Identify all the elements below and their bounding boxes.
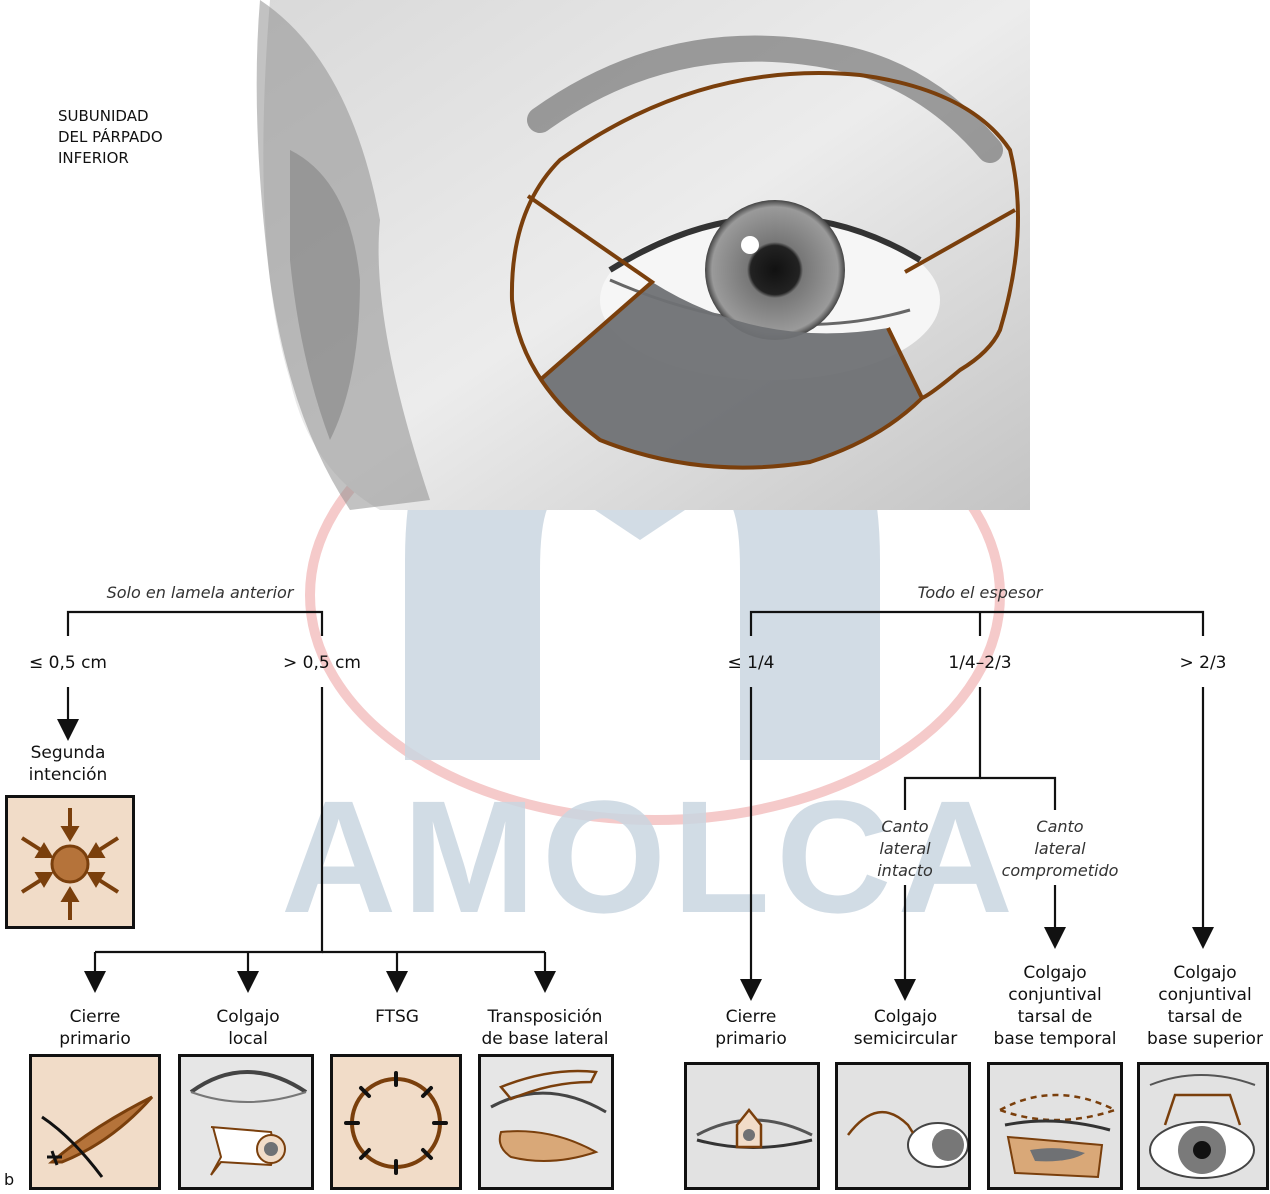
option-primary-closure-label: Cierre primario [40, 1006, 150, 1050]
size-large-label: > 0,5 cm [262, 652, 382, 674]
canto-compromised-label: Canto lateral comprometido [995, 816, 1125, 882]
thumb-second-intention [5, 795, 135, 929]
skin-graft-icon [333, 1057, 459, 1187]
size-b-label: 1/4–2/3 [930, 652, 1030, 674]
suture-closure-icon [32, 1057, 158, 1187]
panel-letter: b [4, 1170, 14, 1189]
size-c-label: > 2/3 [1163, 652, 1243, 674]
result-semicircular-flap-label: Colgajo semicircular [843, 1006, 968, 1050]
option-local-flap-label: Colgajo local [193, 1006, 303, 1050]
thumb-lateral-transposition [478, 1054, 614, 1190]
thumb-superior-tarsal-flap [1137, 1062, 1269, 1190]
size-small-label: ≤ 0,5 cm [18, 652, 118, 674]
thumb-temporal-tarsal-flap [987, 1062, 1123, 1190]
option-lateral-transposition-label: Transposición de base lateral [470, 1006, 620, 1050]
transposition-flap-icon [481, 1057, 611, 1187]
second-intention-label: Segunda intención [18, 742, 118, 786]
tarsal-flap-temporal-icon [990, 1065, 1120, 1187]
semicircular-flap-icon [838, 1065, 968, 1187]
result-primary-closure-label: Cierre primario [696, 1006, 806, 1050]
canto-intact-label: Canto lateral intacto [855, 816, 955, 882]
contraction-arrows-icon [8, 798, 132, 926]
local-flap-icon [181, 1057, 311, 1187]
thumb-full-primary-closure [684, 1062, 820, 1190]
thumb-ftsg [330, 1054, 462, 1190]
heading-anterior-lamella: Solo en lamela anterior [100, 582, 300, 604]
heading-full-thickness: Todo el espesor [880, 582, 1080, 604]
thumb-semicircular-flap [835, 1062, 971, 1190]
result-superior-tarsal-flap-label: Colgajo conjuntival tarsal de base super… [1140, 962, 1270, 1050]
pentagon-excision-icon [687, 1065, 817, 1187]
result-temporal-tarsal-flap-label: Colgajo conjuntival tarsal de base tempo… [990, 962, 1120, 1050]
thumb-primary-closure [29, 1054, 161, 1190]
tarsal-flap-superior-icon [1140, 1065, 1266, 1187]
thumb-local-flap [178, 1054, 314, 1190]
option-ftsg-label: FTSG [342, 1006, 452, 1028]
size-a-label: ≤ 1/4 [711, 652, 791, 674]
